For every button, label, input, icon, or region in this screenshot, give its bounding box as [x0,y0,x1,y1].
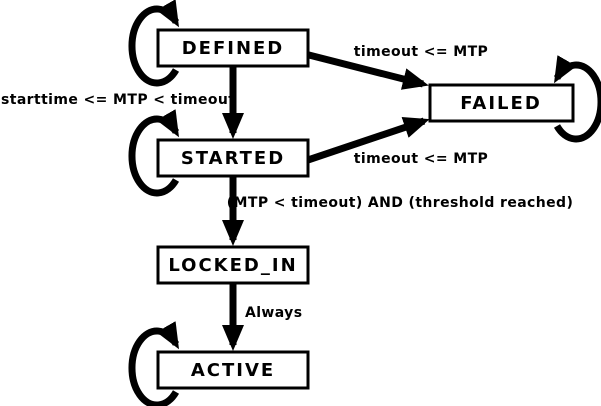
state-failed: FAILED [428,83,575,123]
state-started: STARTED [156,138,310,178]
state-defined-box [156,28,310,68]
edge-started-to-failed-arrow [303,116,430,165]
state-failed-label: FAILED [460,93,542,114]
state-active-label: ACTIVE [191,360,275,381]
state-started-box [156,138,310,178]
state-active-box [156,350,310,390]
edge-label-defined-to-started: starttime <= MTP < timeout [1,92,235,108]
self-loop-defined-arrow [128,0,180,87]
edge-label-started-to-failed: timeout <= MTP [354,151,488,167]
state-defined: DEFINED [156,28,310,68]
edge-defined-to-failed-arrow [304,50,429,90]
state-locked-in-label: LOCKED_IN [168,255,297,276]
state-failed-box [428,83,575,123]
edge-label-started-to-locked-in: (MTP < timeout) AND (threshold reached) [227,195,574,211]
self-loop-active-arrow [128,321,180,406]
state-defined-label: DEFINED [182,38,285,59]
edge-label-defined-to-failed: timeout <= MTP [354,44,488,60]
state-started-label: STARTED [181,148,285,169]
state-active: ACTIVE [156,350,310,390]
state-locked-in-box [156,245,310,285]
state-locked-in: LOCKED_IN [156,245,310,285]
edge-label-locked-in-to-active: Always [245,305,302,321]
self-loop-failed-arrow [553,55,601,143]
self-loop-started-arrow [128,109,180,197]
